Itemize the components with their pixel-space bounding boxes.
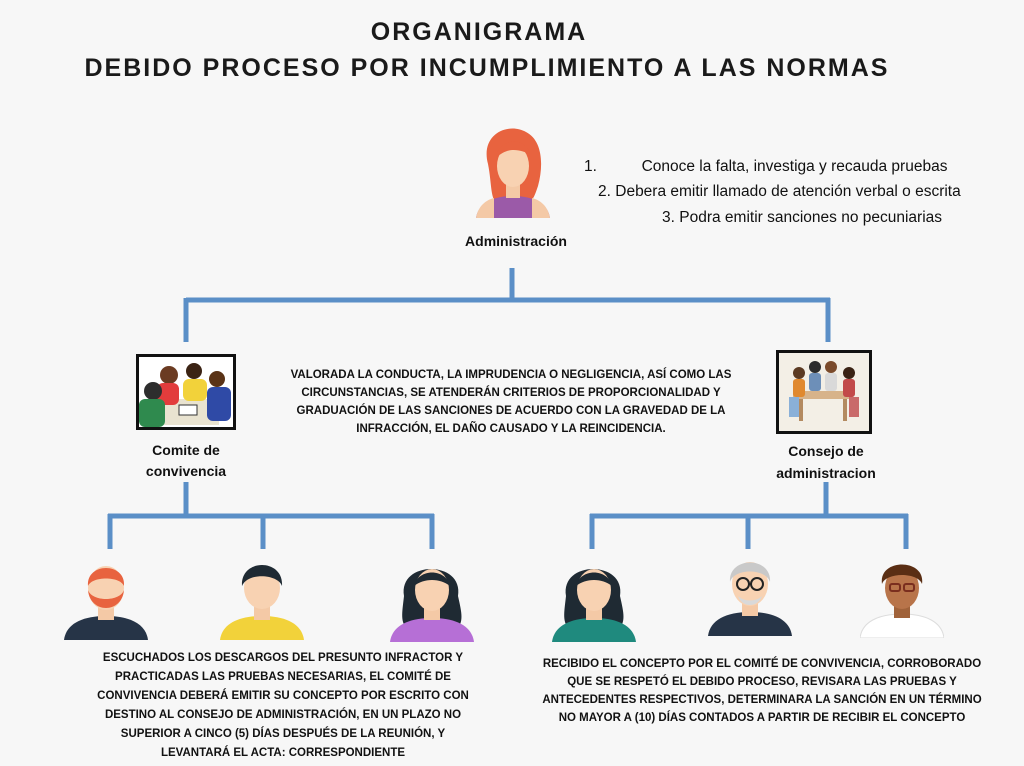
woman-red-hair-avatar-icon xyxy=(476,128,550,218)
node-comite-label: Comite de convivencia xyxy=(126,440,246,482)
duty-number: 1. xyxy=(584,158,597,175)
node-comite-label-line1: Comite de xyxy=(152,442,220,458)
woman-dark-hair-avatar-icon xyxy=(390,569,474,642)
comite-description: ESCUCHADOS LOS DESCARGOS DEL PRESUNTO IN… xyxy=(97,652,469,759)
node-consejo-label-line1: Consejo de xyxy=(788,443,864,459)
man-beard-avatar-icon xyxy=(64,566,148,640)
duty-number: 2. xyxy=(598,183,611,200)
duty-number: 3. xyxy=(662,209,675,226)
man-dark-hair-avatar-icon xyxy=(220,565,304,640)
node-comite-label-line2: convivencia xyxy=(145,463,227,479)
duty-item-1: 1. Conoce la falta, investiga y recauda … xyxy=(584,158,947,176)
consejo-description: RECIBIDO EL CONCEPTO POR EL COMITÉ DE CO… xyxy=(542,658,982,724)
duty-item-3: 3. Podra emitir sanciones no pecuniarias xyxy=(662,209,942,227)
group-meeting-photo-icon xyxy=(136,354,236,430)
duty-text: Conoce la falta, investiga y recauda pru… xyxy=(641,158,948,175)
woman-teal-shirt-avatar-icon xyxy=(552,569,636,642)
board-meeting-photo-icon xyxy=(776,350,872,434)
man-curly-hair-glasses-avatar-icon xyxy=(860,564,944,638)
duty-text: Podra emitir sanciones no pecuniarias xyxy=(679,209,943,226)
diagram-title: ORGANIGRAMA xyxy=(370,18,588,46)
diagram-subtitle: DEBIDO PROCESO POR INCUMPLIMIENTO A LAS … xyxy=(84,54,890,82)
center-criteria-note: VALORADA LA CONDUCTA, LA IMPRUDENCIA O N… xyxy=(290,369,732,435)
duty-item-2: 2. Debera emitir llamado de atención ver… xyxy=(598,183,961,201)
node-consejo-label: Consejo de administracion xyxy=(762,440,890,484)
elderly-man-glasses-avatar-icon xyxy=(708,562,792,636)
duty-text: Debera emitir llamado de atención verbal… xyxy=(615,183,961,200)
node-administracion-label: Administración xyxy=(465,233,567,249)
node-consejo-label-line2: administracion xyxy=(776,465,876,481)
